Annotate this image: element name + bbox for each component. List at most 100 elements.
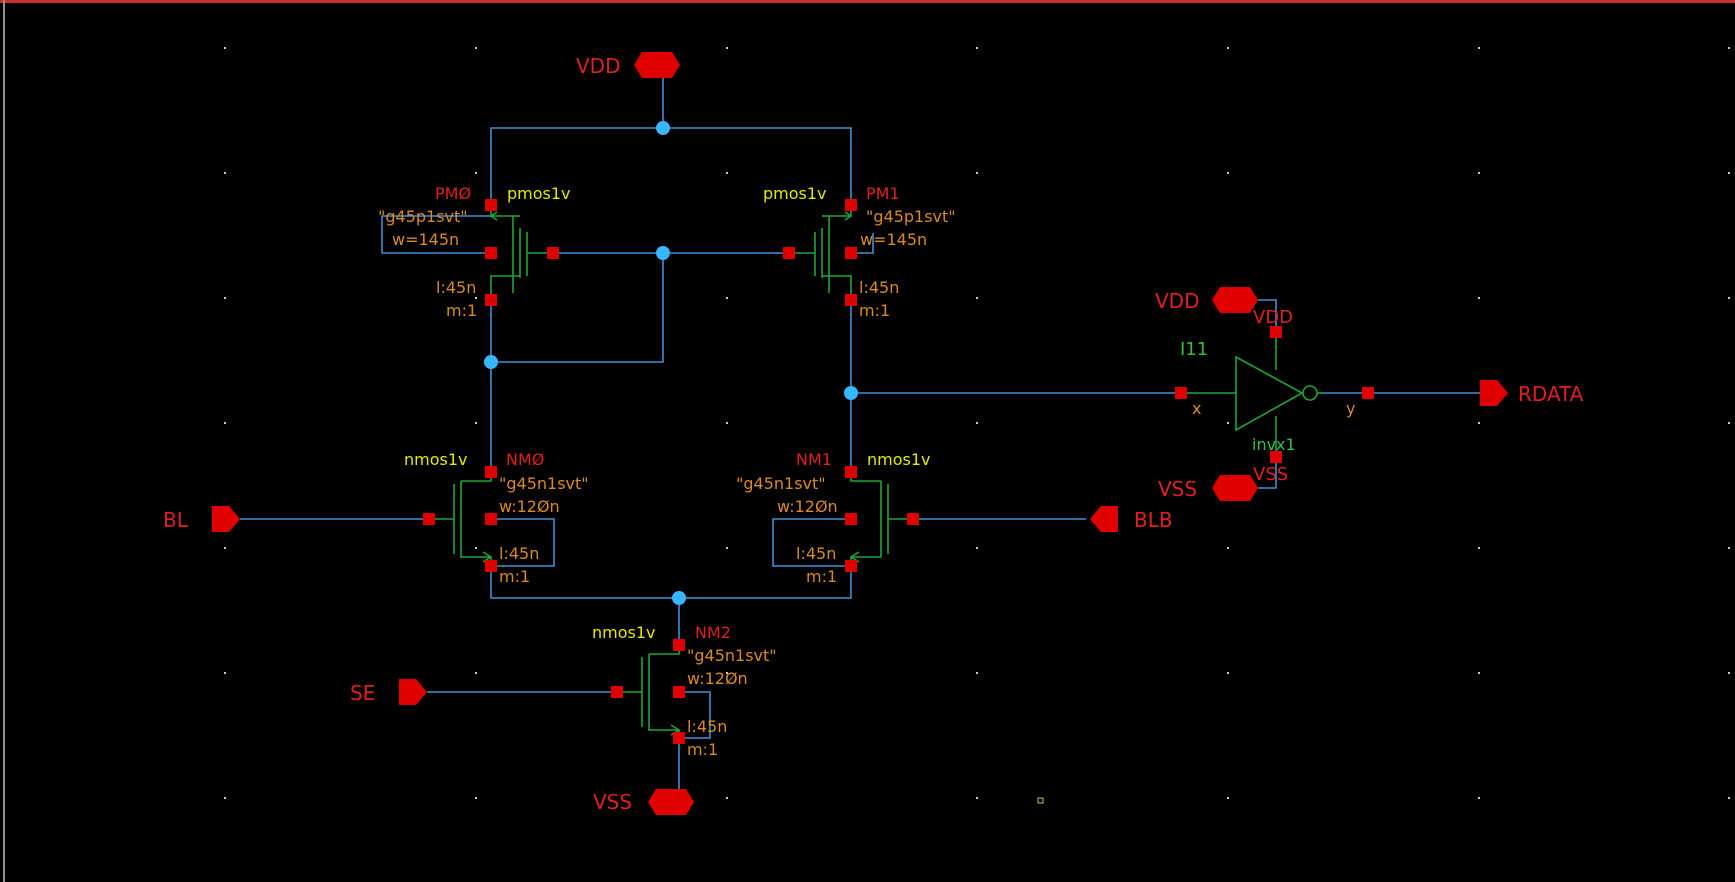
grid-dot bbox=[1478, 672, 1480, 674]
wire-inv-vdd bbox=[1258, 299, 1277, 332]
terminal-square[interactable] bbox=[845, 560, 857, 572]
nm0-model: "g45n1svt" bbox=[499, 474, 589, 493]
nm1-model: "g45n1svt" bbox=[736, 474, 826, 493]
cursor-marker bbox=[1037, 797, 1044, 804]
grid-dot bbox=[475, 672, 477, 674]
terminal-square[interactable] bbox=[845, 294, 857, 306]
nm0-l: l:45n bbox=[499, 544, 539, 563]
nm1-type: nmos1v bbox=[867, 450, 931, 469]
se-pin[interactable] bbox=[399, 679, 427, 705]
terminal-square[interactable] bbox=[845, 199, 857, 211]
inverter-pin-vdd: VDD bbox=[1253, 307, 1293, 328]
wire-nm0-body bbox=[491, 518, 555, 567]
vdd-inv-pin[interactable] bbox=[1212, 287, 1258, 313]
pm0-w: w=145n bbox=[392, 230, 459, 249]
terminal-square[interactable] bbox=[1362, 387, 1374, 399]
vss-bottom-label: VSS bbox=[593, 790, 632, 814]
bl-pin[interactable] bbox=[212, 506, 240, 532]
grid-dot bbox=[1227, 797, 1229, 799]
rdata-pin[interactable] bbox=[1480, 380, 1508, 406]
nm0-symbol bbox=[429, 472, 492, 566]
terminal-square[interactable] bbox=[673, 639, 685, 651]
blb-pin[interactable] bbox=[1090, 506, 1118, 532]
nm0-w: w:12Øn bbox=[499, 497, 560, 516]
wire-pm1-body bbox=[851, 233, 874, 254]
grid-dot bbox=[1728, 172, 1730, 174]
junctions bbox=[484, 121, 858, 605]
grid-dot bbox=[224, 172, 226, 174]
nm1-m: m:1 bbox=[806, 567, 837, 586]
inverter-pin-x: x bbox=[1192, 399, 1201, 418]
vdd-inv-label: VDD bbox=[1155, 289, 1199, 313]
grid-dot bbox=[1728, 297, 1730, 299]
vdd-top-pin[interactable] bbox=[634, 52, 680, 78]
grid-dot bbox=[1227, 422, 1229, 424]
grid-dot bbox=[1478, 172, 1480, 174]
terminal-square[interactable] bbox=[845, 247, 857, 259]
terminal-square[interactable] bbox=[485, 294, 497, 306]
grid-dot bbox=[224, 547, 226, 549]
vss-bottom-pin[interactable] bbox=[648, 789, 694, 815]
grid-dot bbox=[1478, 797, 1480, 799]
grid-dot bbox=[475, 797, 477, 799]
inverter-cell: invx1 bbox=[1252, 435, 1296, 454]
terminal-square[interactable] bbox=[485, 199, 497, 211]
terminal-square[interactable] bbox=[845, 466, 857, 478]
grid-dot bbox=[224, 47, 226, 49]
grid-dot bbox=[475, 47, 477, 49]
wire-tail bbox=[490, 566, 852, 599]
grid-dot bbox=[1227, 672, 1229, 674]
pm1-m: m:1 bbox=[859, 301, 890, 320]
nm2-name: NM2 bbox=[695, 623, 731, 642]
terminal-square[interactable] bbox=[673, 732, 685, 744]
grid-dot bbox=[976, 797, 978, 799]
terminal-square[interactable] bbox=[1270, 451, 1282, 463]
pm1-model: "g45p1svt" bbox=[866, 207, 956, 226]
grid-dot bbox=[224, 672, 226, 674]
grid-dot bbox=[1227, 47, 1229, 49]
nm1-w: w:12Øn bbox=[777, 497, 838, 516]
terminal-square[interactable] bbox=[547, 247, 559, 259]
terminal-square[interactable] bbox=[907, 513, 919, 525]
vss-inv-label: VSS bbox=[1158, 477, 1197, 501]
vss-inv-pin[interactable] bbox=[1212, 475, 1258, 501]
wires bbox=[240, 74, 1480, 789]
grid-dot bbox=[475, 422, 477, 424]
pm1-symbol bbox=[789, 205, 852, 300]
nm0-type: nmos1v bbox=[404, 450, 468, 469]
terminal-squares bbox=[423, 199, 1374, 744]
pm1-w: w=145n bbox=[860, 230, 927, 249]
terminal-square[interactable] bbox=[611, 686, 623, 698]
pm0-name: PMØ bbox=[435, 184, 471, 203]
terminal-square[interactable] bbox=[1175, 387, 1187, 399]
nm2-l: l:45n bbox=[687, 717, 727, 736]
grid-dot bbox=[1728, 797, 1730, 799]
terminal-square[interactable] bbox=[485, 247, 497, 259]
terminal-square[interactable] bbox=[485, 513, 497, 525]
pm1-type: pmos1v bbox=[763, 184, 827, 203]
grid-dot bbox=[976, 672, 978, 674]
grid-dot bbox=[1478, 297, 1480, 299]
grid-dot bbox=[976, 297, 978, 299]
grid-dot bbox=[1478, 47, 1480, 49]
inverter-instance: I11 bbox=[1180, 339, 1208, 360]
terminal-square[interactable] bbox=[485, 466, 497, 478]
grid-dot bbox=[726, 297, 728, 299]
terminal-square[interactable] bbox=[673, 686, 685, 698]
grid-dot bbox=[1227, 547, 1229, 549]
wire-pm0-body bbox=[381, 215, 491, 254]
nm1-symbol bbox=[850, 472, 913, 566]
terminal-square[interactable] bbox=[423, 513, 435, 525]
grid-dot bbox=[976, 47, 978, 49]
pm0-type: pmos1v bbox=[507, 184, 571, 203]
grid-dot bbox=[1478, 422, 1480, 424]
grid-dot bbox=[726, 672, 728, 674]
grid-dot bbox=[976, 547, 978, 549]
terminal-square[interactable] bbox=[485, 560, 497, 572]
terminal-square[interactable] bbox=[783, 247, 795, 259]
grid-dot bbox=[976, 172, 978, 174]
terminal-square[interactable] bbox=[1270, 326, 1282, 338]
terminal-square[interactable] bbox=[845, 513, 857, 525]
